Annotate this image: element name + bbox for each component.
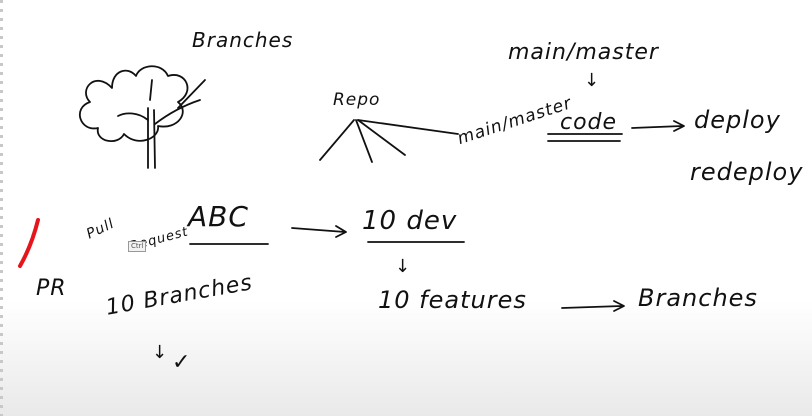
down-arrow-branches: ↓	[152, 342, 169, 363]
ten-dev-label: 10 dev	[362, 206, 458, 236]
deploy-label: deploy	[694, 106, 781, 134]
arrow-features-to-branches	[561, 300, 625, 312]
repo-line-right	[357, 119, 406, 156]
tree-branch-lines	[117, 99, 201, 125]
repo-label: Repo	[333, 90, 381, 110]
down-arrow-main: ↓	[584, 70, 601, 91]
tree-top-strokes	[149, 79, 206, 109]
repo-line-to-main	[357, 119, 459, 135]
ctrl-tooltip: Ctrl	[128, 241, 147, 252]
tree-trunk	[147, 107, 156, 169]
arrow-code-to-deploy	[631, 120, 685, 132]
left-edge-marker	[0, 0, 3, 416]
repo-line-left	[319, 119, 355, 161]
red-annotation-slash	[18, 218, 40, 268]
abc-label: ABC	[188, 200, 249, 233]
redeploy-label: redeploy	[690, 158, 804, 186]
branches-title: Branches	[192, 28, 294, 52]
code-underline	[547, 133, 623, 142]
ten-features-label: 10 features	[378, 286, 527, 314]
down-arrow-dev: ↓	[395, 256, 412, 277]
tree-canopy	[78, 65, 189, 142]
repo-line-middle	[355, 119, 373, 163]
repo-branch-lines	[319, 119, 459, 163]
arrow-abc-to-dev	[291, 225, 347, 238]
code-label: code	[560, 110, 618, 135]
main-master-top-label: main/master	[508, 40, 659, 65]
branches-right-label: Branches	[638, 284, 758, 312]
pr-label: PR	[36, 276, 67, 301]
tree-drawing	[78, 65, 206, 169]
check-mark: ✓	[172, 350, 192, 375]
